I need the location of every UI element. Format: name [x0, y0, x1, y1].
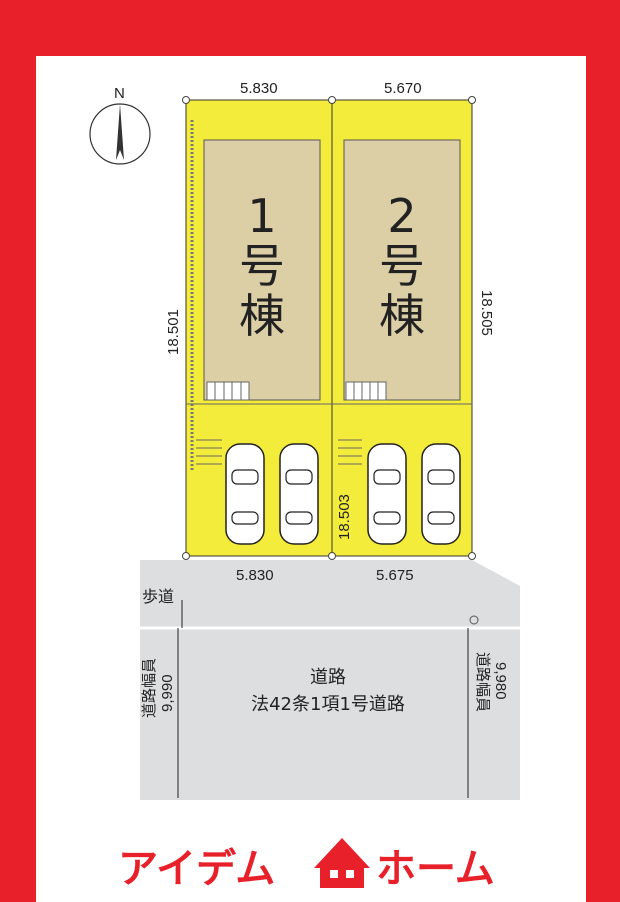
house-logo-icon	[314, 838, 370, 888]
building-2	[343, 139, 461, 401]
corner-point	[182, 96, 190, 104]
sidewalk-label: 歩道	[142, 587, 174, 606]
steps-1	[196, 439, 222, 465]
corner-point	[328, 552, 336, 560]
road-subtitle: 法42条1項1号道路	[251, 694, 405, 715]
road-title: 道路	[310, 667, 346, 688]
north-arrow-icon	[116, 104, 124, 160]
building-1-tou: 棟	[239, 289, 285, 343]
building-2-tou: 棟	[379, 289, 425, 343]
building-1-go: 号	[239, 239, 285, 293]
deck-1	[206, 381, 250, 401]
road-left-width-value: 9,990	[159, 674, 176, 712]
brand-name-left: アイデム	[118, 846, 275, 892]
parked-car-icon	[225, 443, 265, 545]
corner-point	[328, 96, 336, 104]
lot-2-depth: 18.505	[478, 290, 495, 336]
parked-car-icon	[367, 443, 407, 545]
frame-right-bottom	[586, 826, 620, 902]
building-2-number: 2	[387, 189, 416, 243]
deck-2	[345, 381, 387, 401]
steps-2	[338, 439, 362, 465]
building-1-number: 1	[247, 189, 276, 243]
lot-1-top-width: 5.830	[240, 80, 278, 97]
lot-2-top-width: 5.670	[384, 80, 422, 97]
north-label: N	[114, 85, 125, 102]
corner-point	[468, 96, 476, 104]
lot-1-depth: 18.501	[165, 309, 182, 355]
corner-point	[468, 552, 476, 560]
brand-name-right: ホーム	[376, 846, 495, 892]
building-2-go: 号	[379, 239, 425, 293]
road-right-width-value: 9,980	[492, 662, 509, 700]
road-area	[140, 560, 520, 800]
corner-point	[182, 552, 190, 560]
frame-left-bottom	[0, 826, 36, 902]
parked-car-icon	[421, 443, 461, 545]
building-1	[203, 139, 321, 401]
lot-2-bottom-width: 5.675	[376, 567, 414, 584]
road-right-width-label: 道路幅員	[474, 652, 492, 712]
road-left-width-label: 道路幅員	[140, 658, 158, 718]
lot-1-bottom-width: 5.830	[236, 567, 274, 584]
center-depth: 18.503	[336, 494, 353, 540]
road-marker	[469, 615, 479, 625]
brand-bar	[36, 826, 586, 902]
parked-car-icon	[279, 443, 319, 545]
north-compass: N	[89, 85, 151, 165]
